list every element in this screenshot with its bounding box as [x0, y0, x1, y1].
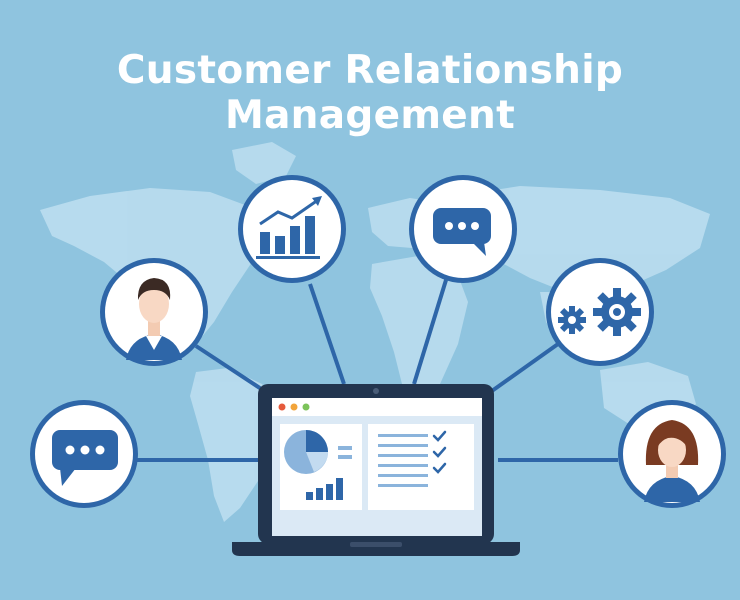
- window-dot-yellow: [290, 403, 298, 411]
- gears-icon: [558, 288, 641, 336]
- bar-chart-growth-icon: [256, 196, 322, 259]
- page-title: Customer Relationship Management: [116, 48, 624, 138]
- growth-chart-node: [238, 175, 346, 283]
- pie-chart-icon: [284, 430, 328, 474]
- chat-bubble-icon: [52, 430, 118, 486]
- checklist-icon: [378, 430, 447, 487]
- woman-avatar-icon: [644, 420, 700, 502]
- connector-lines: [136, 279, 618, 462]
- woman-avatar-node: [618, 400, 726, 508]
- man-avatar-node: [100, 258, 208, 366]
- window-dot-green: [302, 403, 310, 411]
- laptop: [232, 384, 520, 556]
- window-dot-red: [278, 403, 286, 411]
- map-asia: [456, 186, 710, 296]
- mini-bar-chart-icon: [306, 478, 343, 500]
- map-greenland: [232, 142, 296, 184]
- gears-node: [546, 258, 654, 366]
- man-avatar-icon: [126, 278, 182, 360]
- chat-node-left: [30, 400, 138, 508]
- chat-bubble-icon: [433, 208, 491, 256]
- chat-node-top: [409, 175, 517, 283]
